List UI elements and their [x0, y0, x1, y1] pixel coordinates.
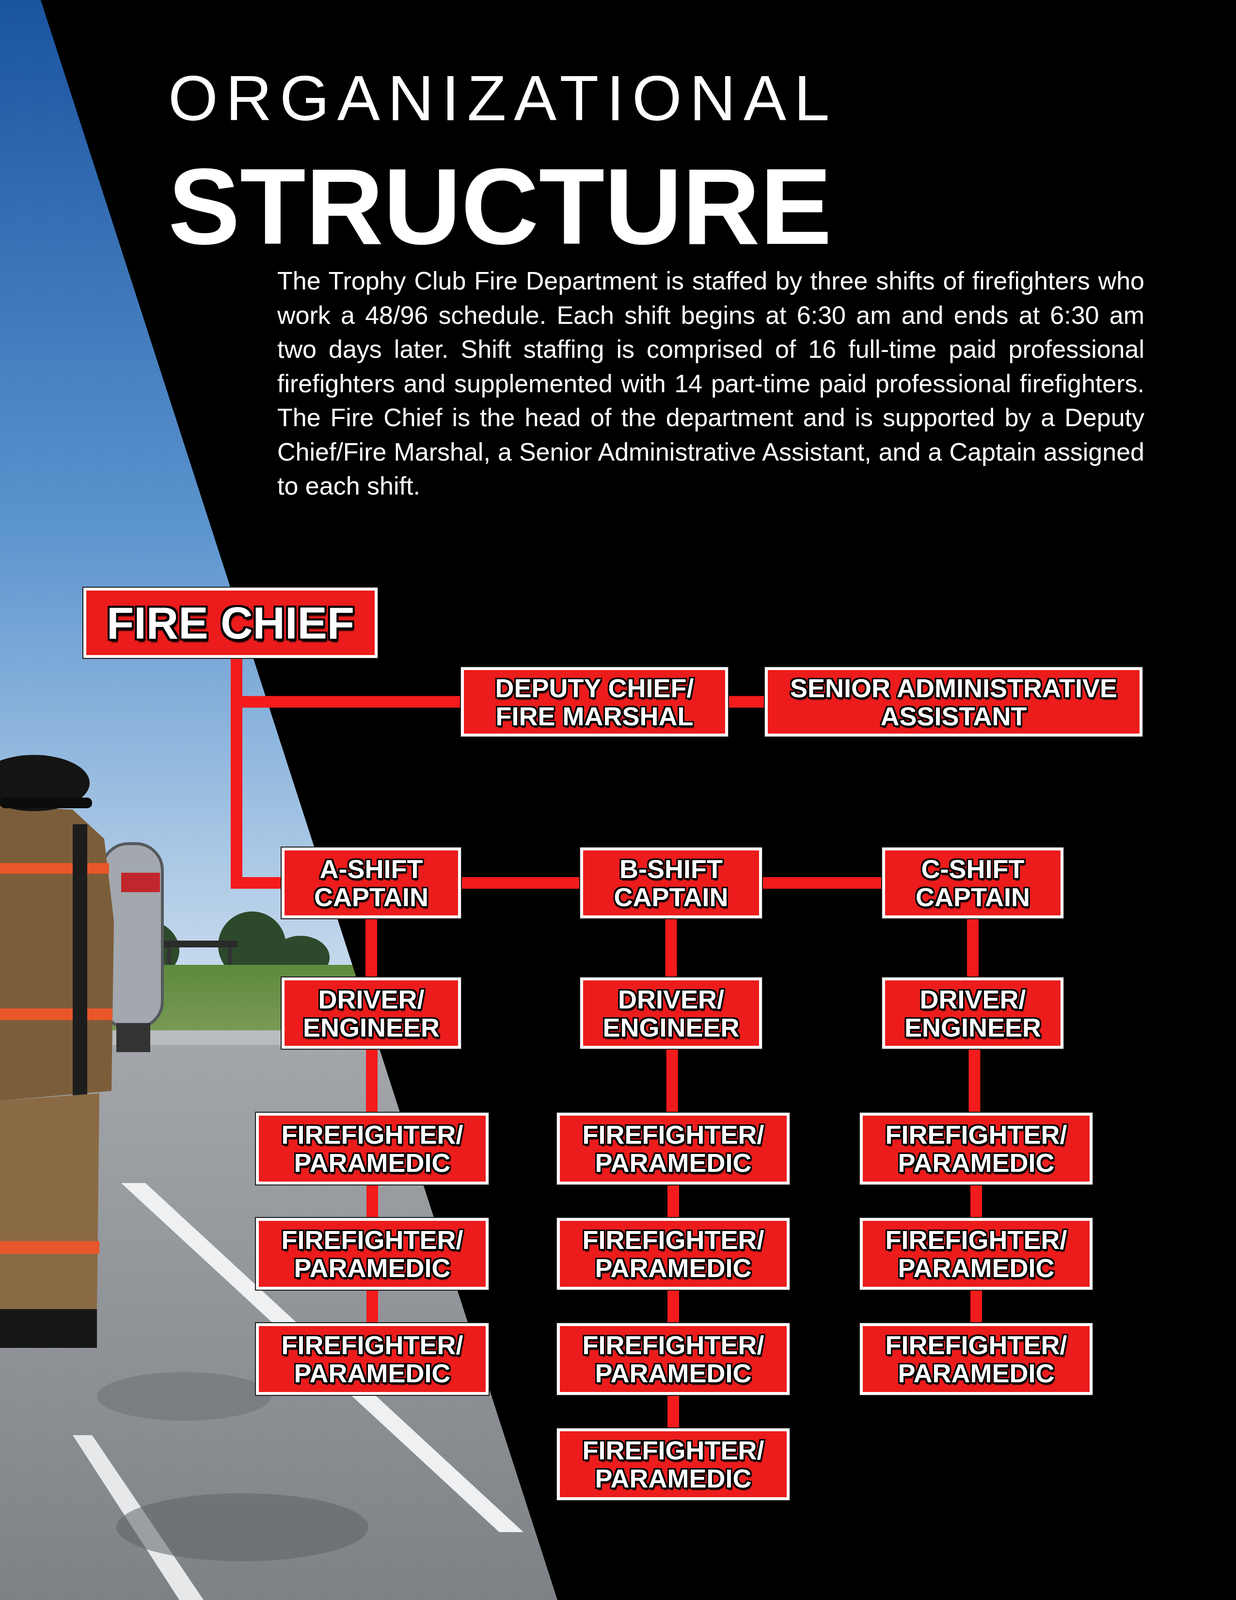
org-connector: [667, 1184, 680, 1218]
role-title: A-SHIFT CAPTAIN: [291, 854, 452, 911]
reflective-stripe: [0, 1008, 113, 1020]
wet-patch: [96, 1371, 272, 1421]
lane-line: [121, 1182, 524, 1532]
role-title: DRIVER/ ENGINEER: [891, 984, 1054, 1042]
role-title: B-SHIFT CAPTAIN: [589, 854, 753, 911]
role-title: FIREFIGHTER/ PARAMEDIC: [566, 1435, 780, 1492]
reflective-stripe: [0, 862, 110, 874]
role-box: FIREFIGHTER/ PARAMEDIC: [255, 1322, 489, 1395]
role-title: SENIOR ADMINISTRATIVE ASSISTANT: [774, 673, 1133, 730]
org-connector: [970, 1184, 983, 1218]
role-title: FIREFIGHTER/ PARAMEDIC: [265, 1120, 479, 1177]
org-connector: [366, 1289, 379, 1323]
role-title: FIREFIGHTER/ PARAMEDIC: [265, 1330, 479, 1387]
org-connector: [728, 696, 765, 708]
role-title: DRIVER/ ENGINEER: [589, 984, 753, 1042]
org-connector: [665, 918, 678, 978]
role-title: FIREFIGHTER/ PARAMEDIC: [566, 1225, 780, 1282]
firefighter-figure: [0, 754, 163, 1348]
role-box: DRIVER/ ENGINEER: [281, 977, 461, 1049]
role-box: A-SHIFT CAPTAIN: [281, 847, 461, 919]
role-title: FIREFIGHTER/ PARAMEDIC: [869, 1120, 1083, 1177]
role-box: C-SHIFT CAPTAIN: [882, 847, 1064, 919]
role-title: FIREFIGHTER/ PARAMEDIC: [566, 1120, 780, 1177]
role-box: DRIVER/ ENGINEER: [580, 977, 762, 1049]
role-box: B-SHIFT CAPTAIN: [580, 847, 762, 919]
org-connector: [761, 876, 883, 889]
org-connector: [970, 1289, 983, 1323]
role-title: FIREFIGHTER/ PARAMEDIC: [869, 1225, 1083, 1282]
harness-strap: [72, 824, 88, 1096]
role-box: FIREFIGHTER/ PARAMEDIC: [556, 1217, 790, 1290]
cylinder-valve: [116, 1022, 151, 1052]
turnout-pants: [0, 1093, 100, 1314]
org-connector: [236, 657, 282, 883]
role-title: FIRE CHIEF: [93, 598, 368, 648]
org-connector: [968, 1048, 981, 1113]
role-box: SENIOR ADMINISTRATIVE ASSISTANT: [764, 666, 1143, 737]
role-box: FIREFIGHTER/ PARAMEDIC: [859, 1322, 1093, 1395]
org-connector: [236, 657, 461, 702]
org-connector: [667, 1289, 680, 1323]
intro-paragraph: The Trophy Club Fire Department is staff…: [277, 263, 1145, 504]
role-title: C-SHIFT CAPTAIN: [891, 854, 1054, 911]
boots: [0, 1308, 97, 1348]
org-connector: [460, 876, 581, 889]
role-box: DRIVER/ ENGINEER: [882, 977, 1064, 1049]
role-box: FIREFIGHTER/ PARAMEDIC: [255, 1217, 489, 1290]
role-title: FIREFIGHTER/ PARAMEDIC: [566, 1330, 780, 1387]
cylinder-label: [121, 872, 160, 892]
org-connector: [666, 1048, 679, 1113]
role-box: FIREFIGHTER/ PARAMEDIC: [556, 1112, 790, 1185]
pavement: [0, 1030, 582, 1600]
wet-patch: [116, 1492, 369, 1561]
chief-box: FIRE CHIEF: [83, 587, 378, 658]
role-box: FIREFIGHTER/ PARAMEDIC: [556, 1322, 790, 1395]
role-box: FIREFIGHTER/ PARAMEDIC: [556, 1427, 790, 1500]
reflective-stripe: [0, 1240, 100, 1254]
org-connector: [366, 1184, 379, 1218]
role-title: DEPUTY CHIEF/ FIRE MARSHAL: [470, 673, 719, 730]
role-title: DRIVER/ ENGINEER: [291, 984, 452, 1042]
org-connector: [667, 1394, 680, 1428]
role-title: FIREFIGHTER/ PARAMEDIC: [265, 1225, 479, 1282]
org-connector: [365, 918, 378, 978]
org-connector: [966, 918, 979, 978]
page-title: ORGANIZATIONAL STRUCTURE: [168, 21, 944, 270]
turnout-coat: [0, 804, 114, 1101]
role-box: FIREFIGHTER/ PARAMEDIC: [859, 1112, 1093, 1185]
role-box: FIREFIGHTER/ PARAMEDIC: [255, 1112, 489, 1185]
role-title: FIREFIGHTER/ PARAMEDIC: [869, 1330, 1083, 1387]
helmet-brim: [0, 797, 93, 809]
role-box: FIREFIGHTER/ PARAMEDIC: [859, 1217, 1093, 1290]
pavilion-roof: [159, 940, 238, 948]
org-connector: [365, 1048, 378, 1113]
role-box: DEPUTY CHIEF/ FIRE MARSHAL: [460, 666, 729, 737]
